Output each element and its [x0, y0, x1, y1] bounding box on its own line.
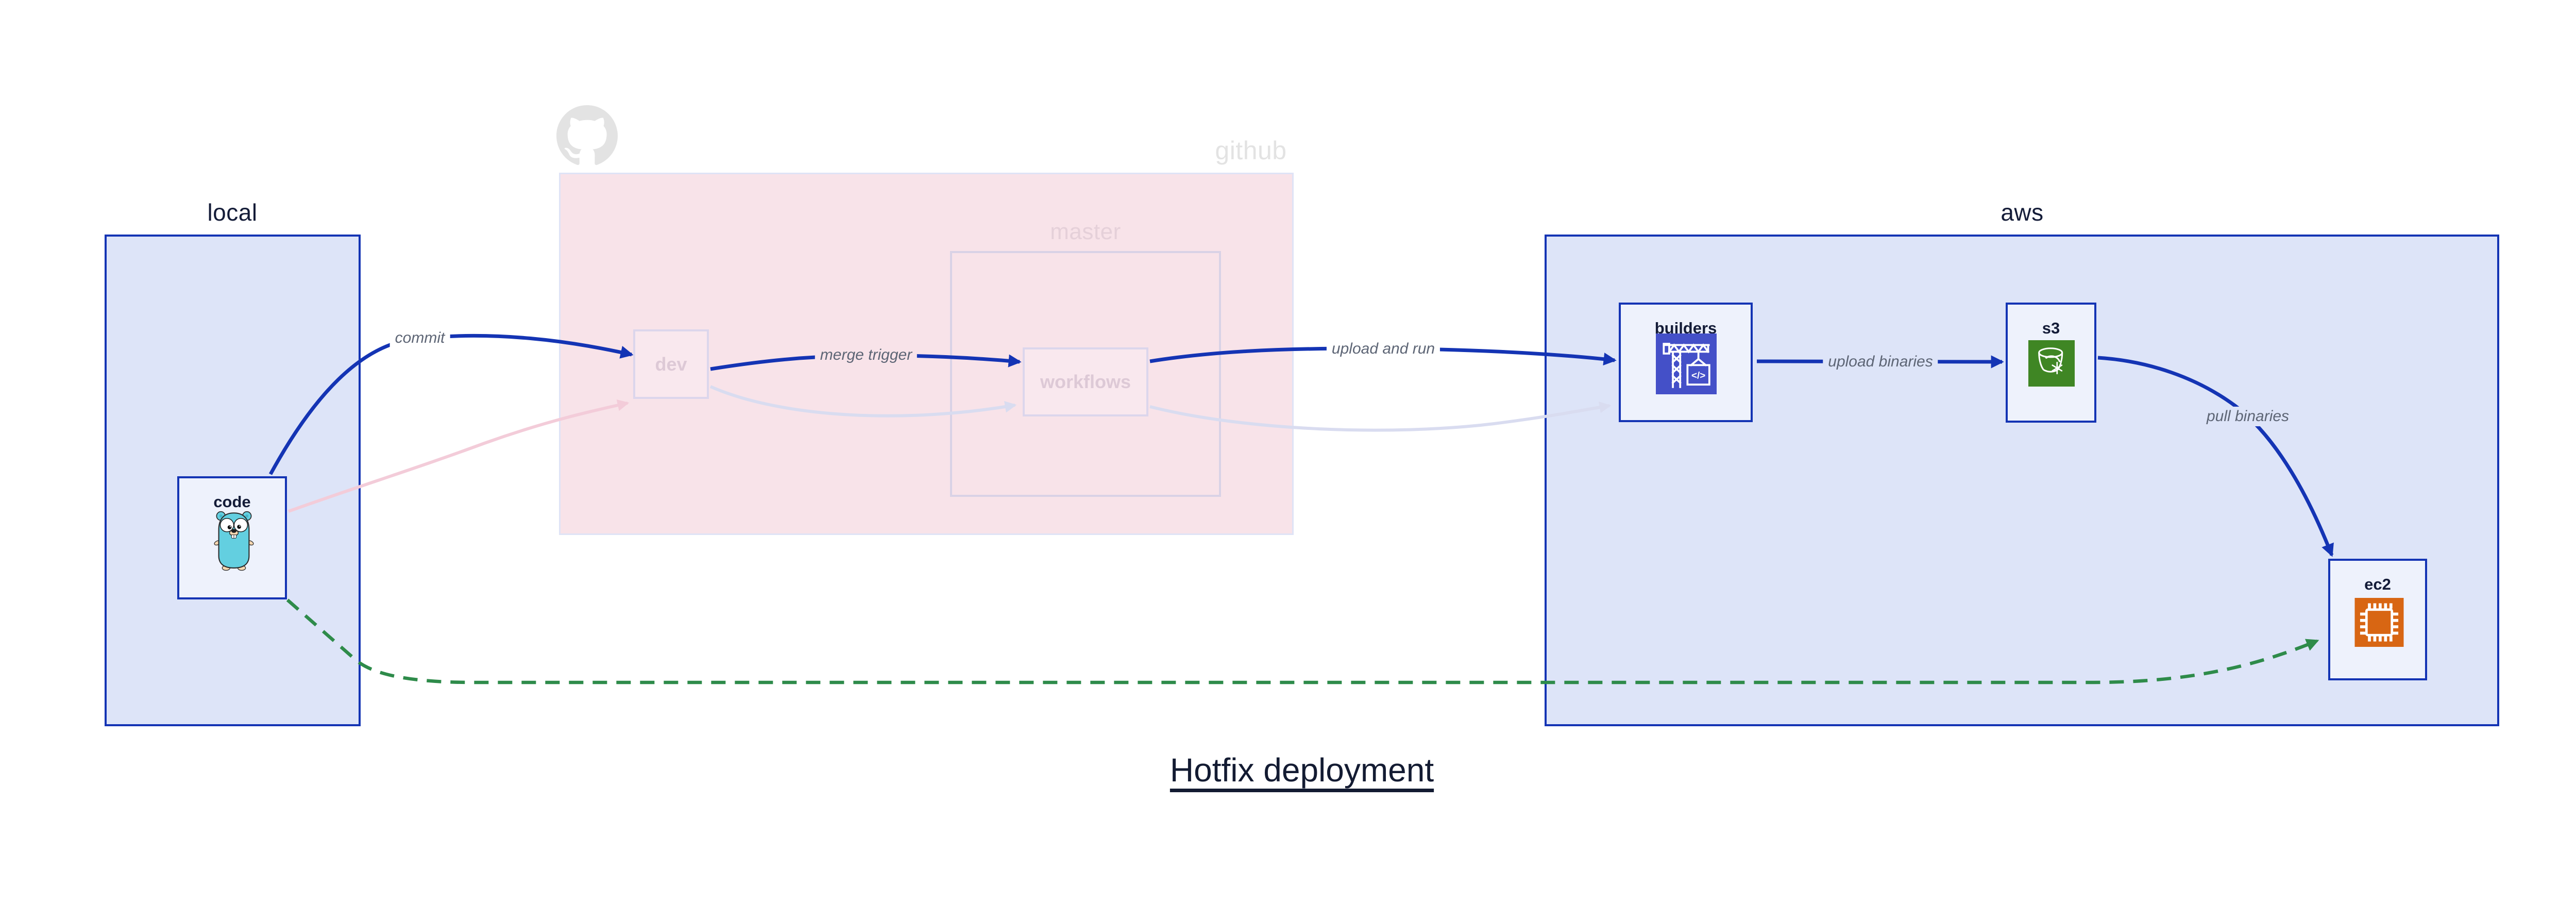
- workflows-node: workflows: [1023, 347, 1148, 416]
- s3-node: s3: [2006, 303, 2096, 423]
- local-group-label: local: [207, 199, 258, 226]
- upload-binaries-edge-label: upload binaries: [1823, 352, 1938, 372]
- dev-node-label: dev: [655, 353, 687, 375]
- pull-binaries-edge-label: pull binaries: [2201, 407, 2295, 426]
- dev-node: dev: [633, 329, 709, 399]
- codebuild-crane-icon: </>: [1656, 333, 1717, 394]
- ec2-node-label: ec2: [2364, 575, 2391, 593]
- code-node: code: [177, 476, 287, 599]
- commit-edge: [268, 333, 634, 475]
- faded-code-to-dev-edge: [287, 399, 630, 513]
- pull-binaries-edge: [2097, 356, 2334, 557]
- ec2-node: ec2: [2328, 559, 2427, 680]
- github-octocat-icon: [556, 105, 618, 165]
- code-glyph: </>: [1691, 370, 1705, 380]
- ec2-chip-icon: [2354, 598, 2404, 647]
- faded-dev-to-workflows-edge: [709, 385, 1017, 417]
- code-node-label: code: [213, 493, 251, 511]
- workflows-node-label: workflows: [1040, 371, 1131, 392]
- github-group-label: github: [1215, 136, 1287, 165]
- s3-bucket-icon: [2028, 340, 2075, 387]
- aws-group-label: aws: [2001, 199, 2044, 226]
- diagram-title: Hotfix deployment: [1170, 751, 1434, 789]
- commit-edge-label: commit: [389, 328, 450, 348]
- upload-and-run-edge-label: upload and run: [1326, 339, 1440, 359]
- go-gopher-icon: [214, 511, 254, 571]
- faded-workflows-to-builders-edge: [1149, 401, 1612, 432]
- master-group-box: [950, 251, 1221, 497]
- s3-node-label: s3: [2042, 319, 2060, 337]
- master-group-label: master: [1050, 219, 1121, 244]
- merge-trigger-edge-label: merge trigger: [815, 345, 918, 365]
- builders-node: builders </>: [1619, 303, 1753, 422]
- hotfix-direct-edge: [286, 598, 2319, 684]
